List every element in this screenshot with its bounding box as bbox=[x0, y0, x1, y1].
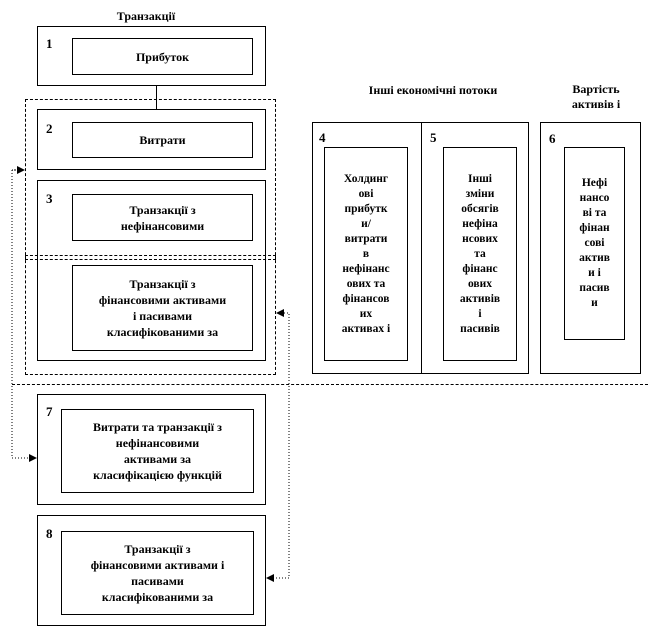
box-8: 8 Транзакції з фінансовими активами і па… bbox=[37, 515, 266, 626]
box-1-text: Прибуток bbox=[72, 38, 253, 75]
header-asset-value: Вартість активів і bbox=[571, 82, 621, 111]
box-1-number: 1 bbox=[46, 36, 53, 51]
box-7-number: 7 bbox=[46, 404, 53, 419]
box-2-number: 2 bbox=[46, 121, 53, 136]
dashed-separator-line bbox=[12, 384, 648, 385]
box-6-number: 6 bbox=[549, 131, 556, 146]
box-8-number: 8 bbox=[46, 526, 53, 541]
box-8-text: Транзакції з фінансовими активами і паси… bbox=[61, 531, 254, 615]
dashed-group-boxes-2-3 bbox=[25, 99, 276, 260]
box-5-number: 5 bbox=[430, 130, 437, 145]
box-7-text: Витрати та транзакції з нефінансовими ак… bbox=[61, 409, 254, 493]
box-6: 6 Нефі нансо ві та фінан сові актив и і … bbox=[540, 122, 641, 374]
box-3b-text: Транзакції з фінансовими активами і паси… bbox=[72, 265, 253, 351]
arrow-right-loop bbox=[267, 309, 290, 579]
box-2-text: Витрати bbox=[72, 122, 253, 158]
box-4-number: 4 bbox=[319, 130, 326, 145]
connector-1-2 bbox=[156, 85, 157, 109]
box-3: 3 Транзакції з нефінансовими Транзакції … bbox=[37, 180, 266, 361]
box-4-text: Холдинг ові прибутк и/ витрати в нефінан… bbox=[324, 147, 408, 361]
box-1: 1 Прибуток bbox=[37, 26, 266, 86]
box-3-text: Транзакції з нефінансовими bbox=[72, 194, 253, 241]
arrow-left-loop bbox=[11, 169, 37, 462]
box-2: 2 Витрати bbox=[37, 109, 266, 170]
header-transactions: Транзакції bbox=[116, 9, 176, 23]
box-4-5-divider bbox=[421, 122, 422, 374]
box-6-text: Нефі нансо ві та фінан сові актив и і па… bbox=[564, 147, 625, 340]
header-other-flows: Інші економічні потоки bbox=[368, 83, 498, 97]
box-4-5-frame bbox=[312, 122, 529, 374]
box-5-text: Інші зміни обсягів нефіна нсових та фіна… bbox=[443, 147, 517, 361]
box-3-number: 3 bbox=[46, 191, 53, 206]
box-7: 7 Витрати та транзакції з нефінансовими … bbox=[37, 394, 266, 505]
dashed-group-boxes-3b bbox=[25, 255, 276, 375]
